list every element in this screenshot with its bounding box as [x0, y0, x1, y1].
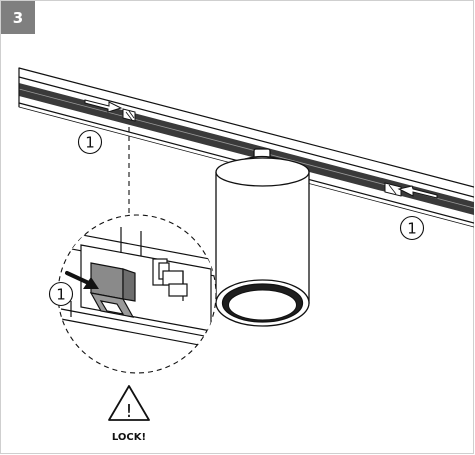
spotlight-fixture [215, 148, 310, 327]
svg-text:1: 1 [407, 220, 417, 238]
svg-text:1: 1 [56, 286, 66, 304]
callout-1-zoom: 1 [48, 281, 74, 307]
arrow-left-icon [397, 185, 438, 199]
svg-text:1: 1 [85, 134, 95, 152]
lock-label: LOCK! [112, 432, 146, 443]
arrow-right-icon [84, 99, 123, 113]
callout-1-right: 1 [399, 215, 425, 241]
warning-triangle-icon: ! [108, 385, 150, 422]
push-arrow-icon [65, 271, 99, 289]
adapter-clip-left [122, 108, 136, 122]
callout-1-top: 1 [77, 129, 103, 155]
step-number-badge: 3 [1, 1, 35, 34]
adapter-clip-right [384, 182, 402, 197]
zoom-detail-circle [57, 214, 217, 374]
svg-text:!: ! [125, 401, 132, 422]
